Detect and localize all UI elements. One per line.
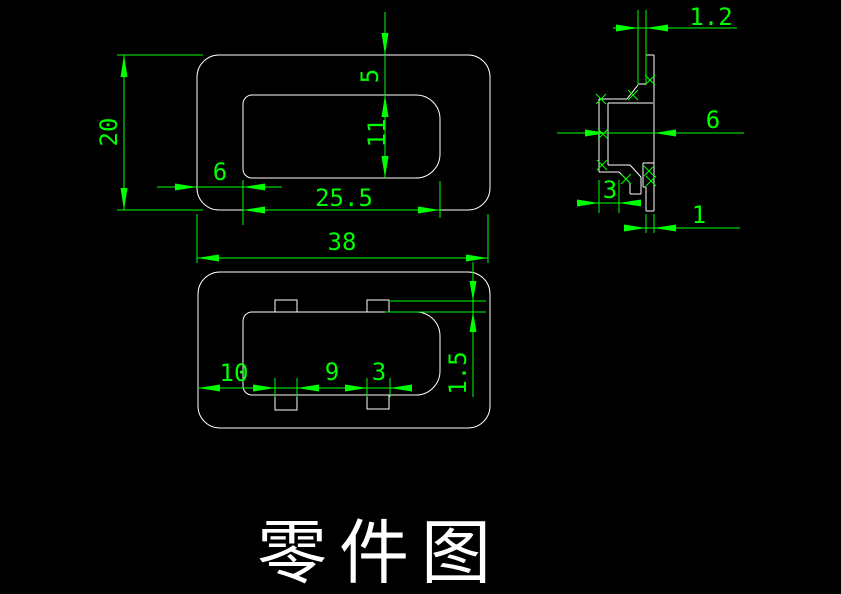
hatch-x: [595, 93, 607, 105]
tab[interactable]: [366, 299, 390, 313]
arrowhead: [381, 33, 389, 55]
hook-ramp[interactable]: [629, 164, 642, 178]
dim-text: 1.2: [689, 3, 732, 31]
arrowhead: [646, 24, 668, 32]
dim-text: 1.5: [444, 351, 472, 394]
section-hatch-marks: [595, 74, 657, 187]
arrowhead: [243, 183, 265, 191]
hatch-x: [596, 159, 608, 171]
dim-text: 6: [213, 158, 227, 186]
arrowhead: [616, 24, 638, 32]
arrowhead: [654, 224, 676, 232]
arrowhead: [243, 206, 265, 214]
arrowhead: [381, 95, 389, 117]
dim-3-side[interactable]: 3: [577, 176, 641, 213]
dim-text: 10: [220, 359, 249, 387]
hatch-x: [644, 74, 656, 86]
dim-text: 9: [325, 358, 339, 386]
dim-6-side[interactable]: 6: [557, 106, 744, 137]
arrowhead: [469, 312, 477, 332]
arrowhead: [381, 156, 389, 178]
dim-text: 25.5: [315, 184, 373, 212]
arrowhead: [654, 129, 676, 137]
drawing-title: 零件图: [257, 512, 503, 594]
dim-text: 38: [328, 228, 357, 256]
arrowhead: [345, 384, 367, 392]
arrowhead: [390, 384, 412, 392]
dim-text: 3: [372, 358, 386, 386]
dim-25-5[interactable]: 25.5: [243, 181, 441, 218]
dim-10-9-3-chain[interactable]: 10 9 3: [198, 358, 412, 397]
hatch-x: [643, 165, 655, 177]
dim-text: 11: [363, 119, 391, 148]
outer-profile[interactable]: [197, 271, 491, 429]
arrowhead: [418, 206, 440, 214]
arrowhead: [197, 254, 219, 262]
hatch-x: [627, 89, 639, 101]
arrowhead: [466, 254, 488, 262]
dim-5-and-11[interactable]: 5 11: [356, 12, 391, 178]
bottom-view[interactable]: [197, 271, 491, 429]
arrowhead: [469, 281, 477, 301]
dim-text: 5: [356, 69, 384, 83]
hatch-x: [620, 173, 632, 185]
arrowhead: [198, 384, 220, 392]
arrowhead: [624, 224, 646, 232]
arrowhead: [175, 183, 197, 191]
arrowhead: [585, 129, 607, 137]
arrowhead: [120, 55, 128, 77]
dim-1-2[interactable]: 1.2: [613, 3, 737, 85]
dim-1-5[interactable]: 1.5: [385, 262, 486, 397]
dim-20[interactable]: 20: [95, 54, 203, 211]
inner-opening[interactable]: [242, 311, 441, 396]
arrowhead: [120, 188, 128, 210]
dim-38[interactable]: 38: [196, 214, 489, 263]
dim-6-top[interactable]: 6: [157, 158, 282, 225]
arrowhead: [619, 199, 641, 207]
tab[interactable]: [274, 299, 298, 313]
hatch-x: [597, 128, 609, 140]
chamfer-edge[interactable]: [626, 84, 639, 100]
dim-1-side[interactable]: 1: [624, 201, 740, 233]
dim-text: 1: [692, 201, 706, 229]
tab[interactable]: [274, 394, 298, 411]
arrowhead: [577, 199, 599, 207]
dim-text: 3: [603, 176, 617, 204]
hatch-x: [645, 175, 657, 187]
inner-opening[interactable]: [242, 94, 441, 179]
dim-text: 20: [95, 118, 123, 147]
arrowhead: [253, 384, 275, 392]
tab[interactable]: [366, 394, 390, 410]
arrowhead: [297, 384, 319, 392]
dim-text: 6: [706, 106, 720, 134]
